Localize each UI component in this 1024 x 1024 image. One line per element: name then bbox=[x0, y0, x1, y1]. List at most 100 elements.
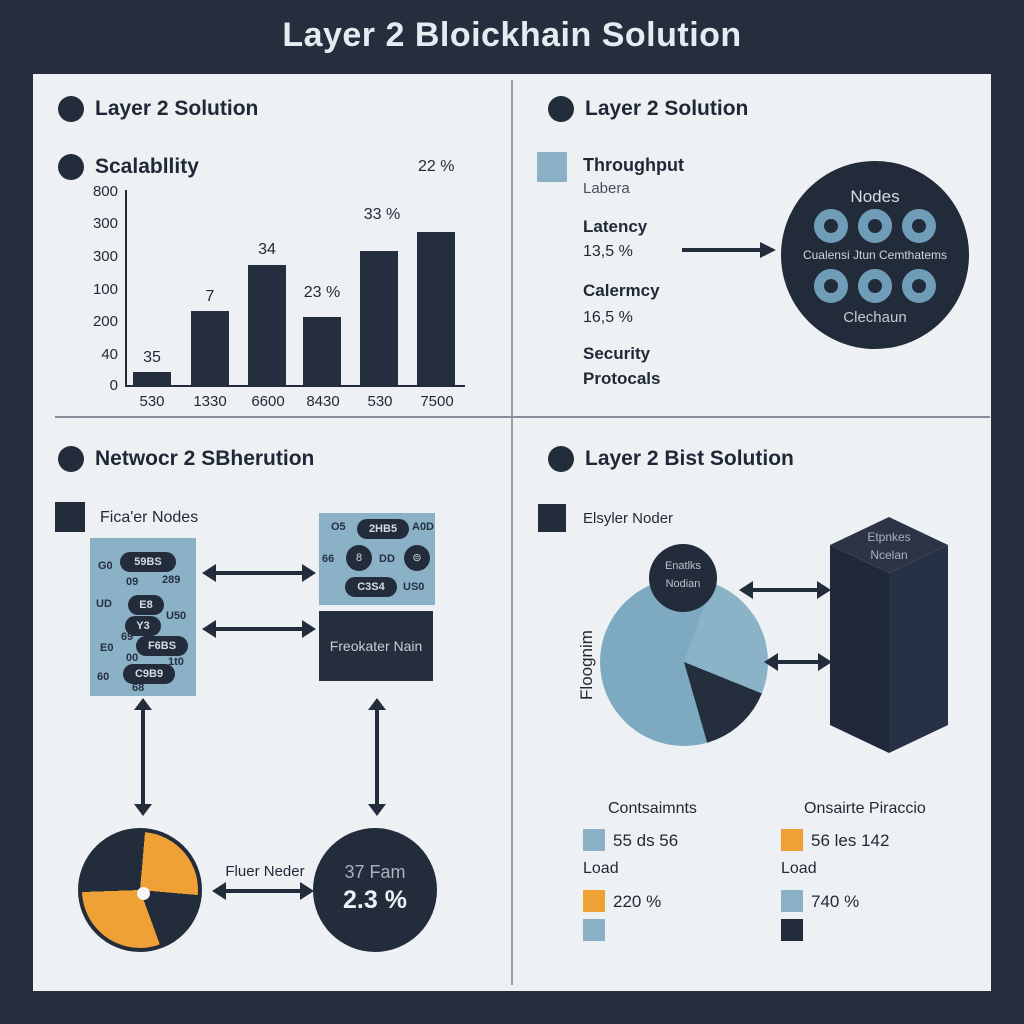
mini-label: 68 bbox=[132, 682, 145, 694]
security-label-1: Security bbox=[583, 344, 651, 363]
x-tick: 8430 bbox=[306, 393, 340, 410]
horizontal-divider bbox=[55, 416, 990, 418]
x-tick: 7500 bbox=[420, 393, 454, 410]
bullet-icon bbox=[58, 96, 84, 122]
dark-box-label: Freokater Nain bbox=[329, 638, 423, 654]
double-arrow-icon bbox=[202, 620, 316, 638]
mini-label: G0 bbox=[98, 560, 113, 572]
node-donut-icon bbox=[858, 269, 892, 303]
bullet-icon bbox=[58, 154, 84, 180]
throughput-swatch-icon bbox=[537, 152, 567, 182]
x-tick: 1330 bbox=[193, 393, 227, 410]
vertical-divider bbox=[511, 80, 513, 985]
mini-label: U50 bbox=[166, 610, 187, 622]
mini-label: US0 bbox=[403, 581, 425, 593]
nodes-bottom-text: Clechaun bbox=[843, 309, 907, 326]
y-tick: 200 bbox=[92, 313, 118, 330]
mini-label: UD bbox=[96, 598, 112, 610]
bar-value-label: 23 % bbox=[303, 284, 341, 301]
bar-value-label: 7 bbox=[205, 288, 215, 305]
double-arrow-icon bbox=[202, 564, 316, 582]
bar-1 bbox=[133, 372, 171, 385]
annotation-22pct: 22 % bbox=[418, 158, 455, 175]
stat-circle: 37 Fam 2.3 % bbox=[313, 828, 437, 952]
legend-right-header: Onsairte Piraccio bbox=[804, 800, 926, 817]
quadrant-tl-title: Layer 2 Solution bbox=[95, 97, 259, 120]
double-arrow-vertical-icon bbox=[134, 698, 152, 816]
prism-3d: Etpnkes Ncelan bbox=[830, 517, 948, 753]
page-title: Layer 2 Bloickhain Solution bbox=[282, 16, 742, 54]
br-legend-label: Elsyler Noder bbox=[583, 510, 674, 527]
x-tick: 530 bbox=[139, 393, 165, 410]
node-pill: C9B9 bbox=[123, 664, 175, 684]
throughput-label: Throughput bbox=[583, 155, 684, 175]
double-arrow-vertical-icon bbox=[368, 698, 386, 816]
legend-right-value: 740 % bbox=[811, 892, 860, 911]
node-donut-icon bbox=[858, 209, 892, 243]
mini-label: 00 bbox=[126, 652, 139, 664]
bullet-icon bbox=[548, 96, 574, 122]
mini-label: 289 bbox=[162, 574, 181, 586]
legend-swatch-icon bbox=[583, 829, 605, 851]
bar-6 bbox=[417, 232, 455, 385]
legend-swatch-icon bbox=[781, 829, 803, 851]
node-donut-icon bbox=[902, 269, 936, 303]
pie-node-circle: Enatlks Nodian bbox=[649, 544, 717, 612]
filter-nodes-pie bbox=[78, 828, 202, 952]
pie-side-label: Floognim bbox=[577, 630, 596, 700]
y-tick: 40 bbox=[101, 346, 118, 363]
bar-4 bbox=[303, 317, 341, 385]
node-donut-icon bbox=[902, 209, 936, 243]
mini-label: 66 bbox=[322, 553, 335, 565]
node-pill: Y3 bbox=[125, 616, 161, 636]
legend-swatch-icon bbox=[583, 919, 605, 941]
nodes-mid-text: Cualensi Jtun Cemthatems bbox=[802, 248, 948, 262]
node-pill: 2HB5 bbox=[357, 519, 409, 539]
latency-value: 13,5 % bbox=[583, 243, 633, 260]
y-tick: 300 bbox=[92, 215, 118, 232]
calermcy-label: Calermcy bbox=[583, 281, 660, 300]
legend-swatch-icon bbox=[538, 504, 566, 532]
node-pill: C3S4 bbox=[345, 577, 397, 597]
legend-right-item1: 56 les 142 bbox=[811, 831, 890, 850]
legend-left-value: 220 % bbox=[613, 892, 662, 911]
bl-legend-label: Fica'er Nodes bbox=[100, 509, 199, 526]
double-arrow-icon bbox=[212, 882, 314, 900]
node-donut-icon bbox=[814, 269, 848, 303]
throughput-sub: Labera bbox=[583, 180, 630, 197]
prism-label-1: Etpnkes bbox=[867, 530, 910, 544]
node-pill: 59BS bbox=[120, 552, 176, 572]
mini-label: O5 bbox=[331, 521, 346, 533]
legend-swatch-icon bbox=[583, 890, 605, 912]
dark-box: Freokater Nain bbox=[319, 611, 433, 681]
legend-left-item1: 55 ds 56 bbox=[613, 831, 679, 850]
legend-swatch-icon bbox=[781, 919, 803, 941]
quadrant-tr-title: Layer 2 Solution bbox=[585, 97, 749, 120]
node-donut-icon bbox=[814, 209, 848, 243]
bar-value-label: 33 % bbox=[363, 206, 401, 223]
y-tick: 300 bbox=[92, 248, 118, 265]
y-tick: 800 bbox=[92, 183, 118, 200]
mini-label: 1t0 bbox=[168, 656, 184, 668]
pie-arrow-label: Fluer Neder bbox=[225, 863, 305, 880]
bar-2 bbox=[191, 311, 229, 385]
mini-label: A0D bbox=[412, 521, 435, 533]
node-pill: E8 bbox=[128, 595, 164, 615]
legend-swatch-icon bbox=[55, 502, 85, 532]
double-arrow-icon bbox=[764, 653, 832, 671]
nodes-title: Nodes bbox=[850, 187, 900, 206]
mini-label: 69 bbox=[121, 631, 134, 643]
mini-label: 60 bbox=[97, 671, 110, 683]
bar-3 bbox=[248, 265, 286, 385]
pie-node-line2: Nodian bbox=[665, 578, 701, 590]
stat-circle-line2: 2.3 % bbox=[343, 886, 407, 914]
prism-label-2: Ncelan bbox=[870, 548, 907, 562]
bar-5 bbox=[360, 251, 398, 385]
stat-circle-line1: 37 Fam bbox=[344, 862, 406, 882]
legend-left-load: Load bbox=[583, 860, 619, 877]
quadrant-tl-subtitle: Scalabllity bbox=[95, 155, 199, 178]
mini-label: 09 bbox=[126, 576, 139, 588]
x-axis bbox=[125, 385, 465, 387]
security-label-2: Protocals bbox=[583, 369, 661, 388]
